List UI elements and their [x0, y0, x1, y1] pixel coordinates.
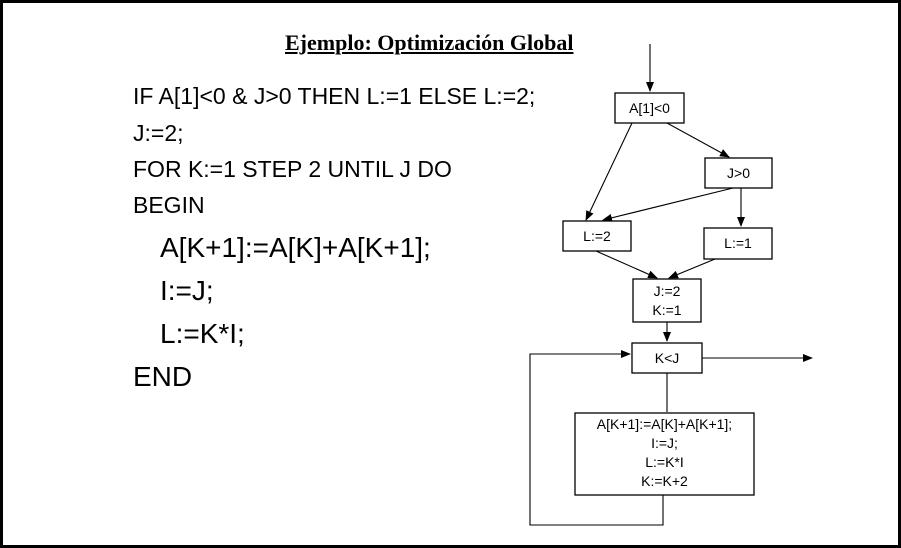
edge-a-to-j [666, 122, 730, 158]
edge-back-loop [529, 350, 664, 526]
node-cond-a-label: A[1]<0 [629, 100, 670, 116]
node-assign-l2-label: L:=2 [583, 228, 611, 244]
code-line-assign-l: L:=K*I; [160, 318, 245, 349]
code-line-for: FOR K:=1 STEP 2 UNTIL J DO [133, 156, 452, 182]
code-line-assign-i: I:=J; [160, 275, 214, 306]
node-cond-j-label: J>0 [727, 165, 750, 181]
node-loop-body-line: L:=K*I [645, 454, 684, 470]
node-loop-cond-label: K<J [655, 350, 680, 366]
node-loop-body-line: A[K+1]:=A[K]+A[K+1]; [597, 416, 732, 432]
slide-title: Ejemplo: Optimización Global [285, 30, 574, 55]
code-line-begin: BEGIN [133, 192, 205, 218]
node-assign-l1-label: L:=1 [724, 235, 752, 251]
edge-a-to-l2 [585, 122, 633, 221]
edge-l2-to-init [595, 250, 658, 279]
code-line-array: A[K+1]:=A[K]+A[K+1]; [160, 232, 431, 263]
node-loop-body-line: K:=K+2 [641, 473, 688, 489]
node-cond-j: J>0 [704, 157, 773, 189]
code-line-if: IF A[1]<0 & J>0 THEN L:=1 ELSE L:=2; [133, 83, 536, 109]
node-loop-body: A[K+1]:=A[K]+A[K+1]; I:=J; L:=K*I K:=K+2 [574, 412, 755, 496]
code-line-assign-j: J:=2; [133, 120, 184, 146]
edge-l1-to-init [668, 258, 716, 279]
code-line-end: END [133, 361, 193, 392]
node-cond-a: A[1]<0 [614, 92, 685, 124]
node-init-line: J:=2 [654, 283, 681, 299]
node-assign-l2: L:=2 [562, 220, 632, 252]
node-loop-body-line: I:=J; [651, 435, 678, 451]
node-loop-cond: K<J [631, 342, 703, 374]
node-init: J:=2 K:=1 [632, 278, 702, 323]
node-assign-l1: L:=1 [703, 227, 773, 260]
edge-j-to-l2 [602, 187, 734, 222]
node-init-line: K:=1 [652, 302, 681, 318]
